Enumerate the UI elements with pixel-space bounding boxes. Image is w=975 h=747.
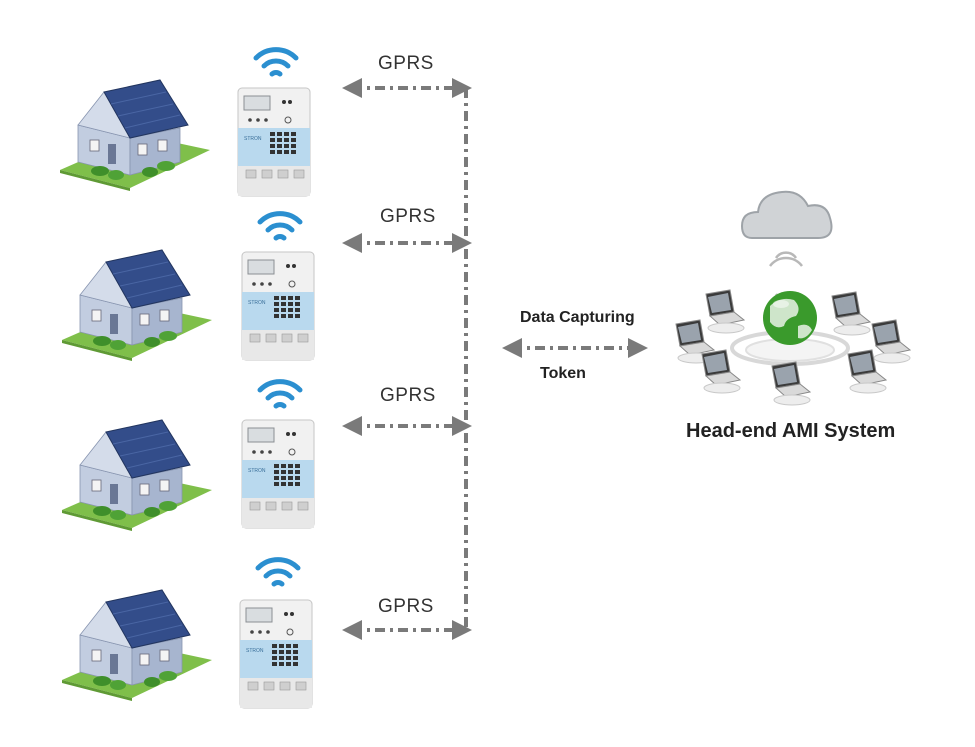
house-icon [59, 79, 211, 192]
house-icon [61, 249, 213, 362]
wifi-signal-icon [256, 50, 296, 74]
headend-title: Head-end AMI System [686, 420, 896, 442]
smart-meter-icon [237, 87, 311, 197]
laptop-icon [831, 291, 871, 336]
laptop-icon [871, 319, 911, 364]
token-label: Token [540, 365, 586, 382]
laptop-icon [771, 361, 811, 406]
smart-meter-icon [241, 251, 315, 361]
data-capturing-label: Data Capturing [520, 309, 635, 326]
gprs-label-2: GPRS [380, 206, 436, 227]
wifi-signal-icon [260, 382, 300, 406]
gprs-label-1: GPRS [378, 53, 434, 74]
laptop-icon [705, 289, 745, 334]
globe-icon [763, 291, 817, 345]
cloud-icon [740, 190, 833, 239]
smart-meter-icon [241, 419, 315, 529]
gprs-label-4: GPRS [378, 596, 434, 617]
wifi-signal-icon [258, 560, 298, 584]
headend-illustration [675, 190, 911, 406]
wifi-signal-icon [260, 214, 300, 238]
gprs-label-3: GPRS [380, 385, 436, 406]
smart-meter-icon [239, 599, 313, 709]
house-icon [61, 419, 213, 532]
house-icon [61, 589, 213, 702]
laptop-icon [701, 349, 741, 394]
